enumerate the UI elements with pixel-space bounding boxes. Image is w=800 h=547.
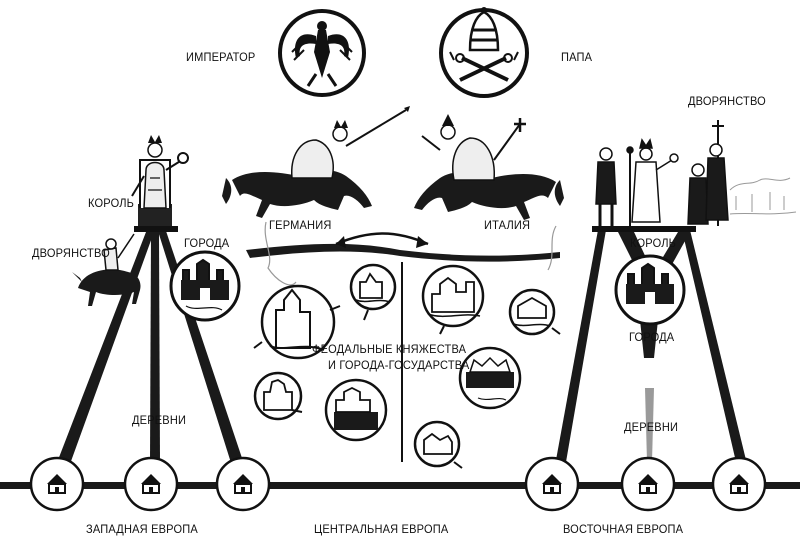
west-villages-label: ДЕРЕВНИ <box>132 413 187 427</box>
village-medallions <box>29 456 767 512</box>
principality-6 <box>253 371 303 421</box>
principality-4 <box>508 288 561 336</box>
east-region-label: ВОСТОЧНАЯ ЕВРОПА <box>563 522 684 536</box>
west-towns-label: ГОРОДА <box>184 236 230 250</box>
east-villages-label: ДЕРЕВНИ <box>624 420 679 434</box>
feudal-label-line2: И ГОРОДА-ГОСУДАРСТВА <box>328 358 470 372</box>
emperor-rider <box>222 106 410 218</box>
west-nobility-figure <box>72 233 141 306</box>
principality-5 <box>458 346 522 410</box>
village-east-2 <box>620 456 676 512</box>
west-nobility-label: ДВОРЯНСТВО <box>32 246 110 260</box>
emperor-label: ИМПЕРАТОР <box>186 50 256 64</box>
principality-3 <box>421 264 485 335</box>
east-towns-label: ГОРОДА <box>629 330 675 344</box>
village-west-2 <box>123 456 179 512</box>
west-region-label: ЗАПАДНАЯ ЕВРОПА <box>86 522 198 536</box>
principality-1 <box>253 284 341 360</box>
west-king-figure <box>131 135 189 232</box>
village-west-3 <box>215 456 271 512</box>
village-west-1 <box>29 456 85 512</box>
principality-8 <box>413 420 463 469</box>
feudal-medallions <box>253 263 561 469</box>
village-east-3 <box>711 456 767 512</box>
east-nobility-label: ДВОРЯНСТВО <box>688 94 766 108</box>
eagle-icon <box>291 21 353 87</box>
west-king-label: КОРОЛЬ <box>88 196 135 210</box>
village-east-1 <box>524 456 580 512</box>
east-towns-medallion <box>614 254 686 326</box>
central-region-label: ЦЕНТРАЛЬНАЯ ЕВРОПА <box>314 522 449 536</box>
germany-label: ГЕРМАНИЯ <box>269 218 332 232</box>
pope-emblem <box>439 7 529 98</box>
pope-label: ПАПА <box>561 50 593 64</box>
italy-label: ИТАЛИЯ <box>484 218 531 232</box>
east-platform <box>592 226 696 232</box>
feudal-label-line1: ФЕОДАЛЬНЫЕ КНЯЖЕСТВА <box>312 342 467 356</box>
ground-line <box>0 482 800 489</box>
principality-2 <box>349 263 397 321</box>
east-king-nobility-figures <box>595 120 797 226</box>
principality-7 <box>324 378 388 442</box>
pope-rider <box>414 114 564 220</box>
emperor-emblem <box>278 9 366 97</box>
west-towns-medallion <box>169 250 241 322</box>
east-king-label: КОРОЛЬ <box>630 236 677 250</box>
map-band <box>246 221 560 286</box>
double-arrow <box>335 232 429 248</box>
tiara-keys-icon <box>449 7 519 82</box>
